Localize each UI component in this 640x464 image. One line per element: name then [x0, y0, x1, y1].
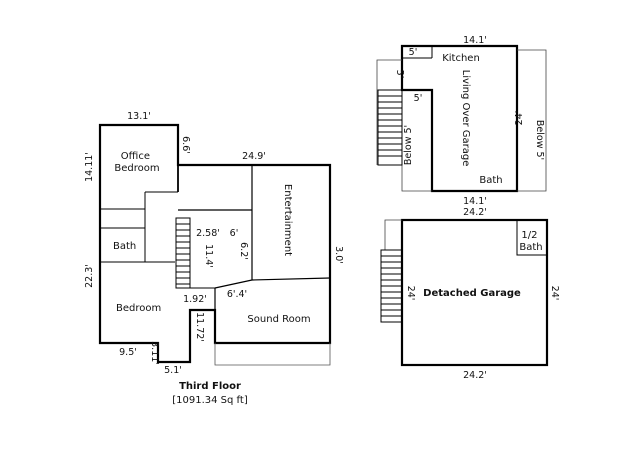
half-bath-wall: [516, 219, 548, 256]
bath-label: Bath: [113, 241, 136, 252]
living-outer-wall: [400, 44, 519, 193]
garage-dim-top: 24.2': [463, 207, 487, 218]
living-dim-inner-small: 5': [414, 93, 423, 104]
dim-left-lower: 22.3': [84, 264, 95, 288]
living-over-garage-plan: Kitchen Living Over Garage Bath 14.1' 5'…: [376, 35, 547, 207]
half-bath-label: 1/2 Bath: [519, 230, 542, 253]
dim-stair-f: 6'.4': [227, 289, 247, 300]
dim-stair-c: 11.4': [203, 244, 214, 268]
third-floor-title: Third Floor: [179, 381, 241, 392]
dim-bottom-left: 9.5': [119, 347, 137, 358]
dim-stair-e: 1.92': [183, 294, 207, 305]
dim-left-upper: 14.11': [84, 152, 95, 182]
garage-dim-right: 24': [549, 286, 560, 301]
half-bath-label-line2: Bath: [519, 242, 542, 253]
garage-dim-left: 24': [405, 286, 416, 301]
third-floor-area: [1091.34 Sq ft]: [172, 395, 248, 406]
living-dim-bottom: 14.1': [463, 196, 487, 207]
detached-garage-plan: 1/2 Bath Detached Garage 24.2' 24' 24' 2…: [380, 207, 560, 381]
living-dim-top: 14.1': [463, 35, 487, 46]
living-dim-right: 24': [514, 111, 525, 126]
third-floor-inner-walls: [100, 125, 331, 366]
detached-garage-label: Detached Garage: [423, 288, 521, 299]
living-dim-below-right: Below 5': [534, 120, 545, 160]
entertainment-label: Entertainment: [282, 184, 293, 256]
living-stairs: [377, 89, 403, 166]
dim-bottom-notch-side: 3.11': [149, 341, 160, 365]
dim-bottom-notch: 5.1': [164, 365, 182, 376]
dim-stair-a: 2.58': [196, 228, 220, 239]
office-bedroom-label-line2: Bedroom: [114, 163, 159, 174]
living-dim-kitchen-small: 5': [409, 47, 418, 58]
dim-top-main: 24.9': [242, 151, 266, 162]
garage-stairs: [380, 249, 403, 323]
kitchen-label: Kitchen: [442, 53, 480, 64]
dim-stair-d: 6.2': [238, 242, 249, 260]
garage-dim-bottom: 24.2': [463, 370, 487, 381]
third-floor-stairs: [175, 217, 191, 289]
dim-right: 3.0': [333, 246, 344, 264]
bedroom-label: Bedroom: [116, 303, 161, 314]
sound-room-label: Sound Room: [247, 314, 310, 325]
third-floor-plan: Office Bedroom Bath Bedroom Entertainmen…: [84, 111, 344, 376]
dim-stair-g: 11.72': [194, 312, 205, 342]
office-bedroom-label-line1: Office: [121, 151, 150, 162]
living-dim-side-small: 5': [394, 70, 405, 79]
living-bath-label: Bath: [479, 175, 502, 186]
garage-outline-thin: [384, 219, 402, 250]
living-over-garage-label: Living Over Garage: [460, 70, 471, 167]
dim-top-left: 13.1': [127, 111, 151, 122]
dim-stair-b: 6': [230, 228, 239, 239]
dim-office-right: 6.6': [180, 136, 191, 154]
living-dim-below-left: Below 5': [403, 125, 414, 165]
half-bath-label-line1: 1/2: [521, 230, 537, 241]
office-bedroom-label: Office Bedroom: [114, 151, 159, 174]
